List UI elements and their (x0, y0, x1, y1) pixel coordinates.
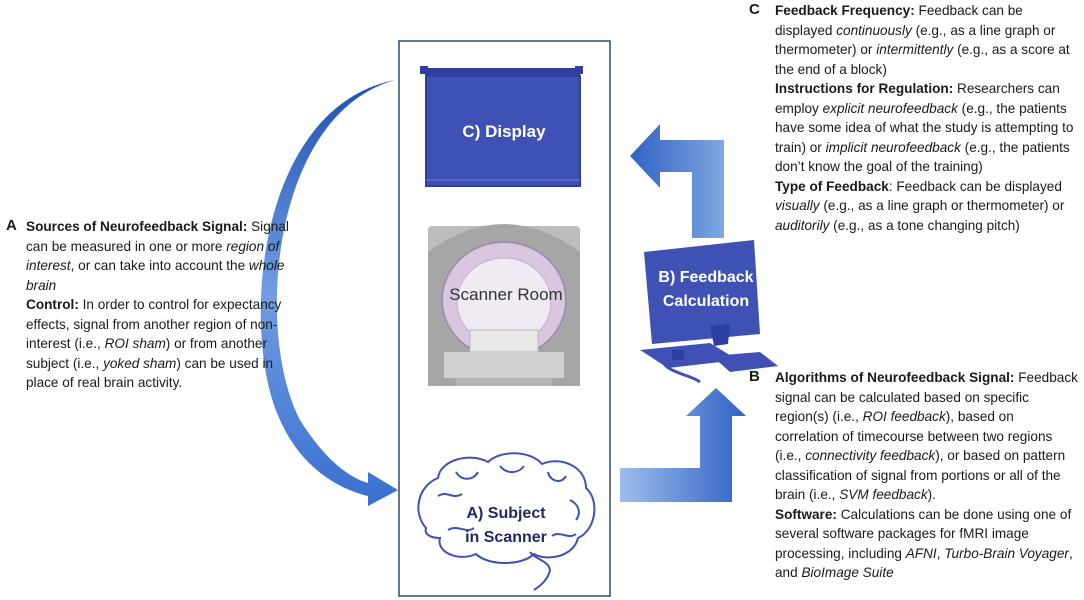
arrow-to-feedback-calculation (620, 388, 746, 502)
panel-c-letter: C (749, 1, 760, 18)
feedback-calc-label-line2: Calculation (663, 293, 749, 310)
instructions-paragraph: Instructions for Regulation: Researchers… (775, 81, 1074, 174)
computer-illustration (640, 240, 778, 384)
type-of-feedback-paragraph: Type of Feedback: Feedback can be displa… (775, 178, 1065, 233)
panel-a-letter: A (6, 217, 17, 234)
feedback-calc-label-line1: B) Feedback (658, 269, 753, 286)
central-frame (398, 40, 611, 597)
control-paragraph: Control: In order to control for expecta… (26, 297, 282, 390)
panel-a-text: Sources of Neurofeedback Signal: Signal … (26, 217, 291, 393)
panel-b-letter: B (749, 368, 760, 385)
arrow-to-display (630, 124, 724, 238)
scanner-room-label: Scanner Room (449, 285, 562, 304)
brain-illustration (417, 452, 596, 591)
subject-label-line1: A) Subject (466, 505, 546, 522)
panel-c-text: Feedback Frequency: Feedback can be disp… (775, 1, 1075, 235)
software-paragraph: Software: Calculations can be done using… (775, 506, 1073, 581)
scanner-illustration (428, 224, 580, 386)
panel-b-text: Algorithms of Neurofeedback Signal: Feed… (775, 368, 1080, 583)
display-monitor (420, 66, 583, 187)
display-label: C) Display (462, 122, 546, 141)
curved-arrow (260, 80, 398, 506)
algorithms-paragraph: Algorithms of Neurofeedback Signal: Feed… (775, 370, 1078, 502)
sources-paragraph: Sources of Neurofeedback Signal: Signal … (26, 219, 289, 293)
subject-label-line2: in Scanner (465, 529, 547, 546)
feedback-frequency-paragraph: Feedback Frequency: Feedback can be disp… (775, 3, 1070, 77)
